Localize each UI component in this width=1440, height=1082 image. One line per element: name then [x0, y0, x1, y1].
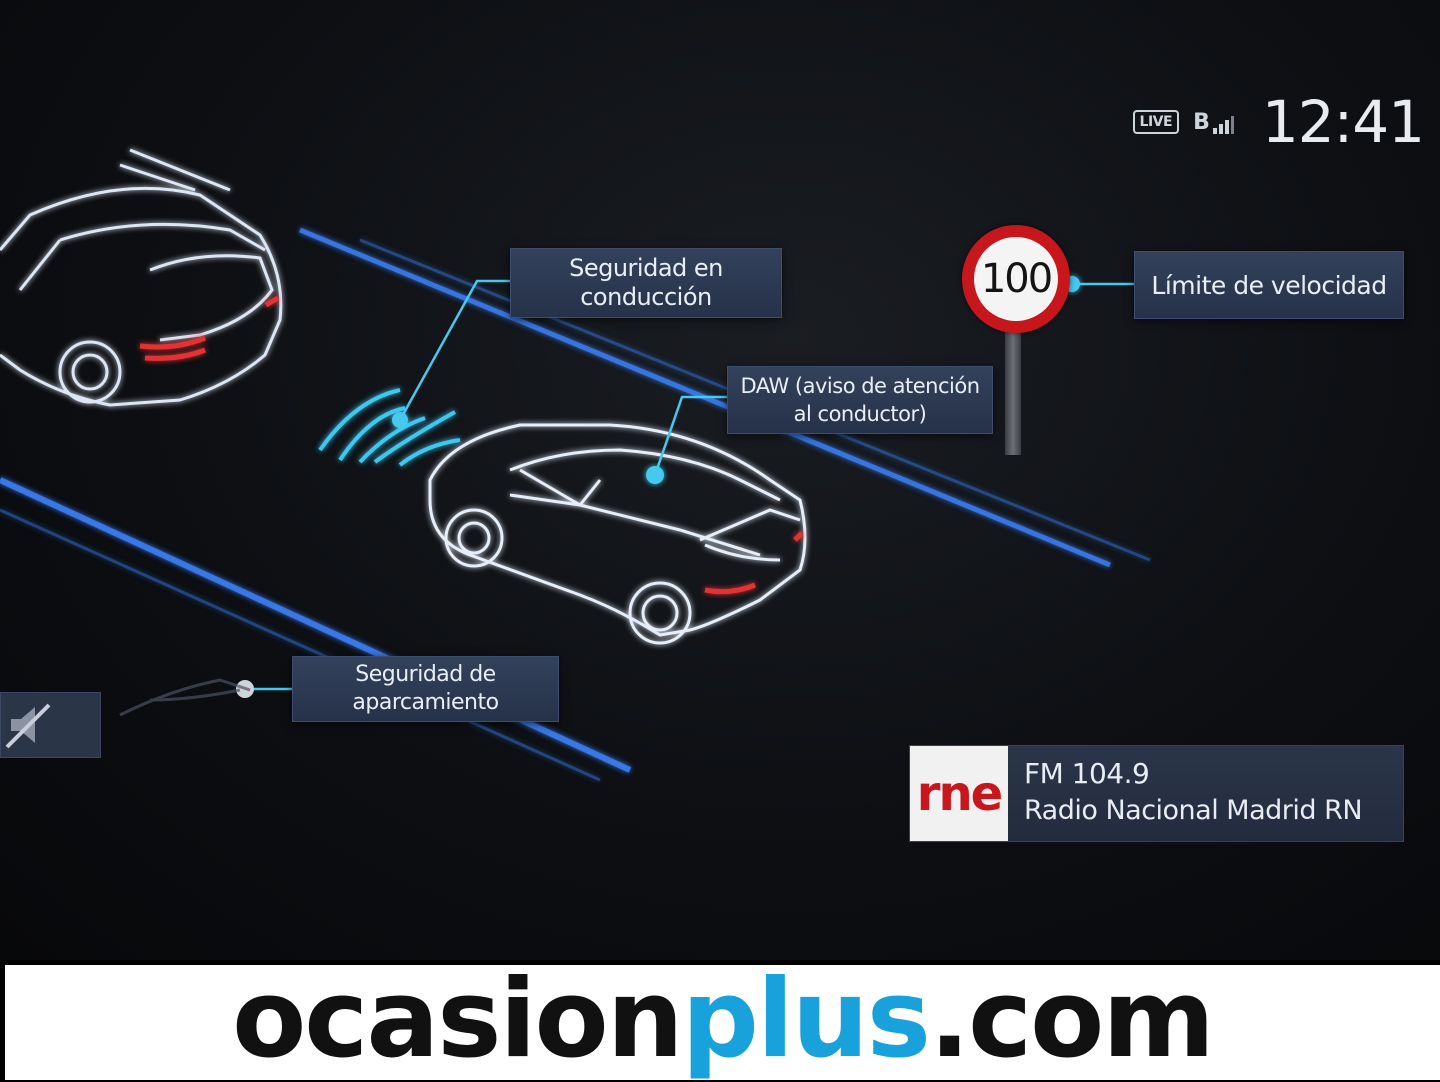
brand-logo-part-com: .com — [929, 956, 1215, 1082]
watermark-banner: ocasionplus.com — [0, 960, 1440, 1080]
rear-car-taillights — [139, 295, 280, 361]
parking-safety-label[interactable]: Seguridad de aparcamiento — [292, 656, 559, 722]
live-badge: LIVE — [1132, 110, 1180, 134]
speed-limit-sign: 100 — [962, 225, 1070, 333]
parking-safety-text: Seguridad de aparcamiento — [352, 662, 499, 715]
station-logo: rne — [910, 746, 1008, 841]
signal-bars-icon — [1212, 115, 1234, 134]
rear-car-outline — [0, 148, 283, 407]
front-sensor-waves — [318, 388, 461, 467]
daw-text: DAW (aviso de atención al conductor) — [740, 374, 980, 426]
speaker-muted-icon — [5, 703, 51, 749]
watermark-banner-inner: ocasionplus.com — [5, 965, 1440, 1080]
clock: 12:41 — [1261, 88, 1425, 156]
station-logo-text: rne — [916, 765, 1003, 822]
brand-logo-part-ocasion: ocasion — [232, 956, 683, 1082]
brand-logo-text: ocasionplus.com — [232, 965, 1215, 1074]
speed-limit-label[interactable]: Límite de velocidad — [1134, 251, 1404, 319]
status-bar: LIVE B 12:41 — [1132, 88, 1425, 156]
mute-button[interactable] — [0, 692, 101, 758]
radio-station-name: Radio Nacional Madrid RN — [1024, 795, 1363, 826]
brand-logo-part-plus: plus — [681, 956, 931, 1082]
radio-frequency: FM 104.9 — [1024, 757, 1150, 790]
radio-now-playing-widget[interactable]: rne FM 104.9 Radio Nacional Madrid RN — [909, 745, 1404, 842]
parked-car-faint-outline — [119, 678, 251, 717]
speed-limit-text: Límite de velocidad — [1151, 270, 1387, 300]
main-car-taillights — [704, 531, 804, 595]
driving-safety-label[interactable]: Seguridad en conducción — [510, 248, 782, 318]
speed-limit-value: 100 — [974, 237, 1058, 321]
main-car-outline — [428, 423, 807, 645]
bluetooth-signal-icon: B — [1193, 110, 1234, 135]
callout-lines — [245, 279, 1134, 691]
driving-safety-text: Seguridad en conducción — [569, 254, 723, 311]
radio-info: FM 104.9 Radio Nacional Madrid RN — [1008, 746, 1362, 841]
speed-sign-pole — [1005, 330, 1021, 455]
driver-assist-illustration — [0, 148, 1151, 782]
daw-label[interactable]: DAW (aviso de atención al conductor) — [727, 366, 993, 434]
bluetooth-glyph: B — [1193, 109, 1210, 135]
infotainment-screen: LIVE B 12:41 Seguridad en conducción DAW… — [0, 0, 1440, 960]
